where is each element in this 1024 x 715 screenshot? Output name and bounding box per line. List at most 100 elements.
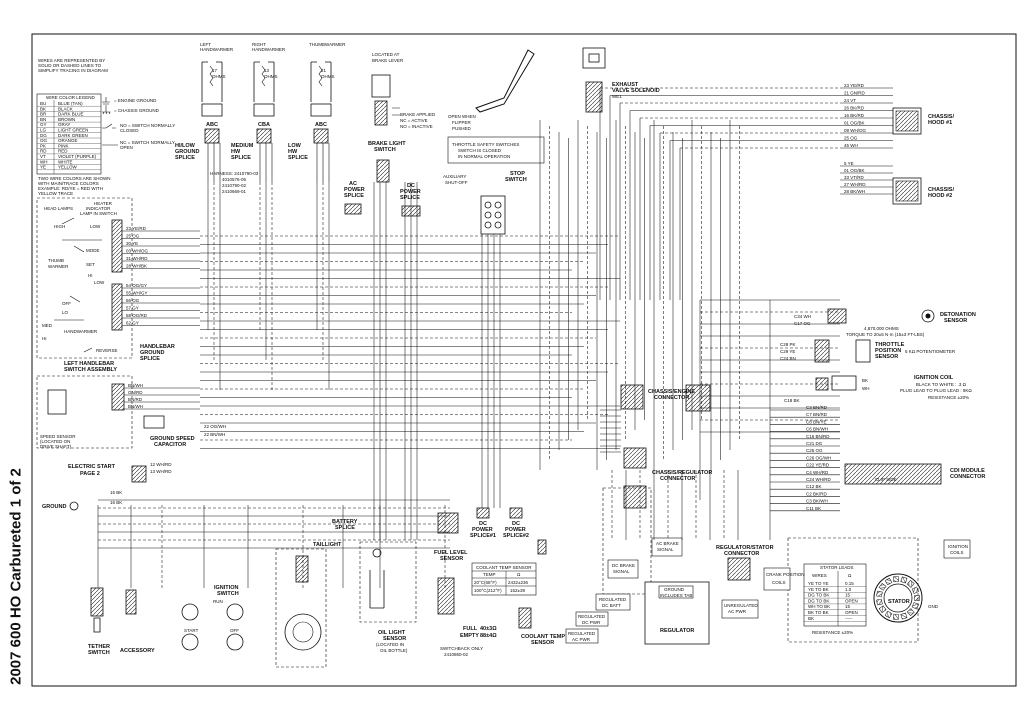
switch-wire-label: 62 GY	[126, 321, 139, 326]
coolant-title: COOLANT TEMP SENSOR	[476, 565, 532, 570]
det-wire-2: C17 OG	[794, 321, 811, 326]
speed-wire-label: BN/WH	[128, 404, 143, 409]
throttle-box-1: THROTTLE SAFETY SWITCHES	[452, 142, 519, 147]
cr-connector-2: CONNECTOR	[660, 476, 695, 482]
dc-splice-pair: DC POWER SPLICE#1 DC POWER SPLICE#2	[470, 507, 529, 539]
lo-label: LO	[62, 310, 69, 315]
hood1-wire-label: 25 OG	[844, 136, 858, 141]
legend-code: DG	[40, 133, 47, 138]
cap-wire-1: 22 OG/WH	[204, 424, 226, 429]
speed-label-2: (LOCATED ON	[40, 439, 70, 444]
stator-pole	[911, 586, 919, 594]
warmer-splice: LOW	[288, 143, 302, 149]
stator-pole	[878, 605, 887, 614]
legend-footnote-2: WITH MAIN/TRACE COLORS	[38, 181, 99, 186]
switch-wire-label: 03 WH/OG	[126, 249, 149, 254]
med-label: MED	[42, 323, 53, 328]
harness-number-2: 4010576-05	[222, 177, 247, 182]
coolant-r1-ohm: 2432±236	[508, 580, 528, 585]
cdi-module-connector: CDI MODULE CONNECTOR CLIP SIDE C3 BN/RDC…	[770, 405, 985, 512]
hood2-wire-label: 27 WH/RD	[844, 182, 866, 187]
mode-label: MODE	[86, 248, 100, 253]
det-label-2: SENSOR	[944, 318, 967, 324]
coolant-r2-temp: 100°C(212°F)	[474, 588, 502, 593]
hood2-label-1: CHASSIS/	[928, 187, 954, 193]
ground-splice-1: HANDLEBAR	[140, 344, 175, 350]
regulator-label: REGULATOR	[660, 628, 694, 634]
off-label: OFF	[62, 301, 71, 306]
flipper-3: PUSHED	[452, 126, 472, 131]
warmer-element	[253, 61, 275, 102]
warmer-ohms: OHMS	[321, 74, 335, 79]
brake-applied-2: NC = ACTIVE	[400, 118, 428, 123]
legend-color: PINK	[58, 143, 69, 148]
legend-color: RED	[58, 149, 68, 154]
hood1-label-1: CHASSIS/	[928, 114, 954, 120]
legend-note-2: SOLID OR DASHED LINES TO	[38, 63, 102, 68]
switch-wire-label: 25 OG	[126, 234, 140, 239]
brake-connector	[374, 100, 388, 126]
tps-pot: 5 KΩ POTENTIOMETER	[905, 349, 956, 354]
sheet-border	[31, 33, 1017, 687]
warmer-splice: MEDIUM	[231, 143, 254, 149]
legend-symbol-nc-2: OPEN	[120, 145, 133, 150]
battery-splice-2: SPLICE	[335, 525, 355, 531]
hood1-wire-label: 26 BK/RD	[844, 106, 865, 111]
switch-wire-label: 57 GY	[126, 306, 139, 311]
legend-color: BLUE (TAN)	[58, 101, 83, 106]
switchback-1: SWITCHBACK ONLY	[440, 646, 483, 651]
left-switch-assembly: HEAD LAMPS HEATER INDICATOR LAMP IN SWIT…	[36, 197, 200, 373]
ign-run: RUN	[213, 599, 223, 604]
coolant-temp-table: COOLANT TEMP SENSOR TEMP Ω 20°C(68°F) 24…	[471, 562, 537, 596]
warmer-element	[201, 61, 223, 102]
legend-code: LG	[40, 128, 47, 133]
exhaust-label-2: VALVE SOLENOID	[612, 88, 660, 94]
switch-wire-label: 28 WH/BK	[126, 264, 147, 269]
legend-code: BU	[40, 101, 46, 106]
cdi-wire-label: C2 BK/RD	[806, 491, 828, 496]
switch-wire-label: 56 OG	[126, 298, 140, 303]
reg-stator-1: REGULATOR/STATOR	[716, 545, 774, 551]
ign-off: OFF	[230, 628, 239, 633]
stator-wires: DG TO BK	[808, 593, 829, 598]
hood1-wire-label: 16 BK/RD	[844, 113, 865, 118]
speed-label-1: SPEED SENSOR	[40, 434, 76, 439]
stator-pole	[892, 613, 900, 620]
legend-color: GRAY	[58, 122, 70, 127]
cdi-clip: CLIP SIDE	[875, 477, 897, 482]
tps-wire-2: C29 YE	[780, 349, 795, 354]
warmer-plug	[313, 128, 329, 144]
cdi-wire-label: C3 BK/WH	[806, 499, 828, 504]
legend-code: PK	[40, 143, 46, 148]
legend-footnote-1: TWO WIRE COLORS ARE SHOWN	[38, 176, 111, 181]
warmer-connector	[310, 103, 332, 117]
oil-2: SENSOR	[383, 636, 406, 642]
exhaust-valve-group: EXHAUST VALVE SOLENOID WE1	[582, 47, 660, 113]
ign-start: START	[184, 628, 199, 633]
legend-code: RD	[40, 149, 47, 154]
unreg-2: AC PWR	[728, 609, 747, 614]
start-wire-2: 13 WH/RD	[150, 469, 172, 474]
warmer-splice: SPLICE	[231, 155, 251, 161]
stator-wires: DG TO BK	[808, 598, 829, 603]
tps-wire-1: C28 PK	[780, 342, 796, 347]
switch-wire-label: 58 OG/RD	[126, 313, 148, 318]
heater-label-2: INDICATOR	[86, 206, 111, 211]
warmer-ohms: OHMS	[264, 74, 278, 79]
hood1-wire-label: 45 WH	[844, 143, 858, 148]
stator-wires: YE TO BK	[808, 587, 829, 592]
warmer-splice: HW	[231, 149, 241, 155]
stator-wires: YE TO YE	[808, 581, 829, 586]
stator-label: STATOR	[888, 599, 910, 605]
stator-wires: BK TO BK	[808, 610, 829, 615]
warmer-plug	[256, 128, 272, 144]
brake-switch-label-2: SWITCH	[374, 147, 396, 153]
cdi-label-1: CDI MODULE	[950, 468, 985, 474]
heater-label-3: LAMP IN SWITCH	[80, 211, 117, 216]
cap-wire-2: 22 BN/WH	[204, 432, 225, 437]
ignition-switch: IGNITION SWITCH RUN START OFF	[181, 585, 244, 651]
low2-label: LOW	[94, 280, 105, 285]
switch-wire-label: 54 OG/GY	[126, 283, 147, 288]
